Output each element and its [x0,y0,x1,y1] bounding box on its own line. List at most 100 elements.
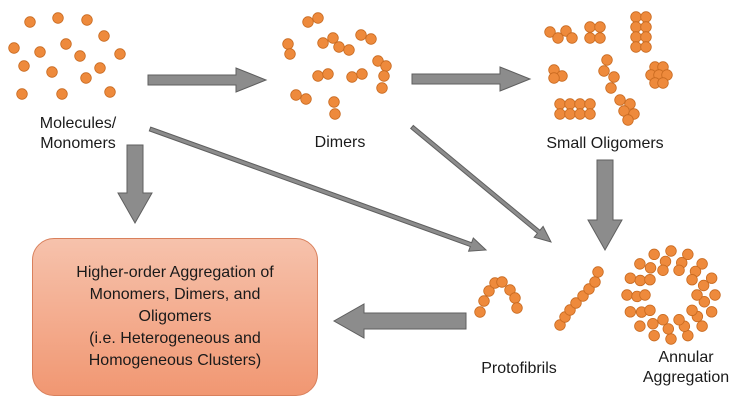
oligomer-cluster-particle [594,21,606,33]
dimer-cluster-particle [317,37,329,49]
arrow-monomers-to-dimers [147,67,268,93]
oligomer-cluster-particle [554,108,566,120]
dimer-cluster [282,12,392,120]
oligomer-cluster-particle [584,108,596,120]
dimer-cluster-particle [329,108,341,120]
annular-aggregate-particle [648,329,660,342]
annular-aggregate-particle [657,314,669,326]
monomer-cluster-particle [98,30,110,42]
dimer-cluster-particle [302,16,314,28]
arrow-oligomers-to-annular [587,159,623,252]
monomer-cluster-particle [81,14,93,26]
oligomer-cluster-particle [584,21,596,33]
oligomer-cluster-particle [605,82,617,94]
annular-aggregate-particle [682,248,694,261]
higher-order-aggregation-box: Higher-order Aggregation of Monomers, Di… [32,238,318,396]
particles [8,11,721,345]
monomer-cluster-particle [56,88,68,100]
annular-aggregate-particle [696,320,708,332]
annular-aggregate-particle [665,245,677,257]
oligomer-cluster-particle [640,41,652,53]
oligomer-cluster-particle [640,31,652,43]
annular-aggregate-particle [665,333,677,345]
oligomer-cluster-particle [630,21,642,33]
monomer-cluster-particle [24,16,36,28]
oligomer-cluster-particle [640,21,652,33]
monomer-cluster-particle [74,50,86,62]
dimer-cluster-particle [343,44,355,56]
annular-aggregate-particle [696,258,708,270]
protofibril-left-particle [483,285,495,297]
oligomer-cluster-particle [622,114,634,126]
label-monomers-line1: Molecules/ [39,115,117,132]
annular-aggregate-particle [644,304,656,316]
annular-aggregate-particle [686,304,698,316]
annular-aggregate-particle [634,274,646,287]
box-line-5: Homogeneous Clusters) [88,352,262,369]
annular-aggregate-particle [657,264,669,276]
dimer-cluster-particle [380,60,392,72]
dimer-cluster-particle [333,41,345,53]
oligomer-cluster-particle [548,72,560,84]
oligomer-cluster-particle [544,26,556,38]
oligomer-cluster-particle [601,54,613,66]
oligomer-cluster-particle [584,98,596,110]
annular-aggregate-particle [709,289,721,301]
annular-aggregate-particle [673,264,685,276]
annular-aggregate-particle [644,274,656,286]
oligomer-cluster-particle [552,32,564,44]
annular-aggregate-particle [634,258,646,270]
oligomer-cluster-particle [640,11,652,23]
oligomer-cluster-particle [657,77,669,89]
annular-aggregate-particle [705,306,718,318]
oligomer-cluster-particle [594,32,606,44]
dimer-cluster-particle [378,70,390,82]
monomer-cluster-particle [34,46,46,58]
arrow-protofibrils-to-higher-order [332,303,467,339]
protofibril-right-particle [589,276,601,288]
oligomer-cluster-particle [630,31,642,43]
label-annular-line1: Annular [658,349,714,366]
monomer-cluster-particle [18,60,30,72]
label-small-oligomers: Small Oligomers [546,135,664,152]
protofibril-left [474,276,523,318]
annular-aggregate-particle [705,272,718,284]
oligomer-cluster-particle [598,65,610,77]
monomer-cluster-particle [46,66,58,78]
monomer-cluster-particle [94,62,106,74]
monomer-cluster-particle [8,42,20,54]
annular-aggregate-particle [648,248,660,261]
monomer-cluster-particle [52,12,64,24]
dimer-cluster-particle [300,93,312,105]
dimer-cluster-particle [312,12,324,24]
annular-aggregate-particle [686,274,698,286]
label-annular-line2: Aggregation [642,369,730,386]
annular-aggregate-particle [662,323,675,335]
annular-aggregate-particle [634,320,646,332]
annular-aggregate-particle [624,272,637,284]
annular-aggregate-particle [639,289,651,301]
label-monomers: Molecules/ Monomers [18,114,138,154]
label-monomers-line2: Monomers [40,135,116,152]
annular-aggregate-particle [691,289,703,301]
annular-aggregate [621,245,721,345]
dimer-cluster-particle [322,68,334,80]
box-line-3: Oligomers [138,308,212,325]
dimer-cluster-particle [365,33,377,45]
annular-aggregate-particle [647,318,659,330]
oligomer-cluster-particle [554,98,566,110]
dimer-cluster-particle [356,68,368,80]
monomer-cluster [8,12,126,100]
protofibril-right [554,266,604,331]
oligomer-cluster-particle [608,71,620,83]
box-line-4: (i.e. Heterogeneous and [89,330,261,347]
dimer-cluster-particle [346,71,358,83]
arrow-monomers-to-higher-order [117,144,153,225]
annular-aggregate-particle [673,314,685,326]
protofibril-right-particle [592,266,604,278]
box-line-2: Monomers, Dimers, and [89,286,261,303]
protofibril-left-particle [474,306,486,318]
label-annular-aggregation: Annular Aggregation [630,348,742,388]
oligomer-cluster-particle [614,94,626,106]
